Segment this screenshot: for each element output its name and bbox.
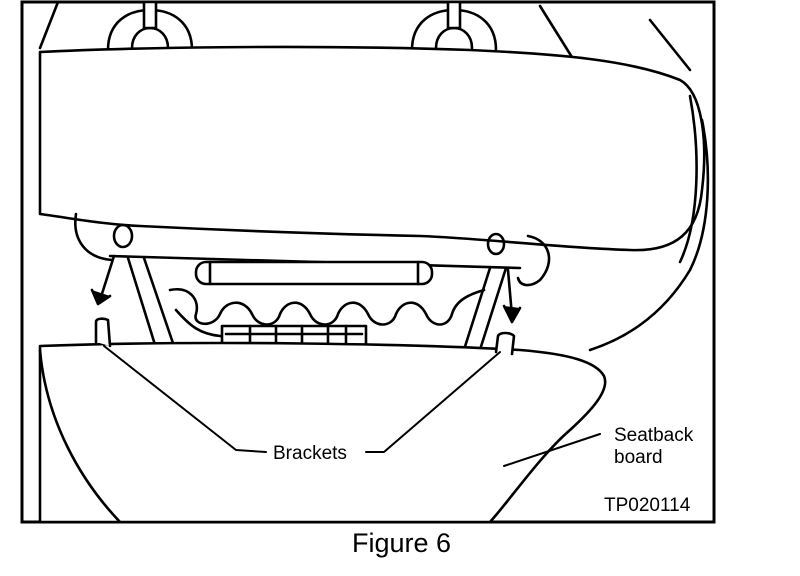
arrow-down-left [90, 254, 116, 306]
label-seatback-board-line1: Seatback [614, 425, 694, 446]
leader-brackets-right [365, 351, 501, 453]
seatback-board [38, 341, 607, 522]
arrow-down-right [502, 268, 522, 324]
label-brackets: Brackets [273, 443, 347, 464]
headrest-post-left [106, 2, 194, 52]
bracket-left [94, 317, 112, 348]
leader-seatback [503, 433, 601, 467]
label-seatback-board-line2: board [614, 447, 663, 468]
bracket-right [494, 331, 516, 356]
figure-caption: Figure 6 [352, 528, 452, 558]
leader-brackets-left [103, 345, 267, 453]
headrest-post-right [410, 2, 498, 52]
figure-code: TP020114 [604, 495, 691, 516]
seat-cushion [38, 45, 706, 252]
